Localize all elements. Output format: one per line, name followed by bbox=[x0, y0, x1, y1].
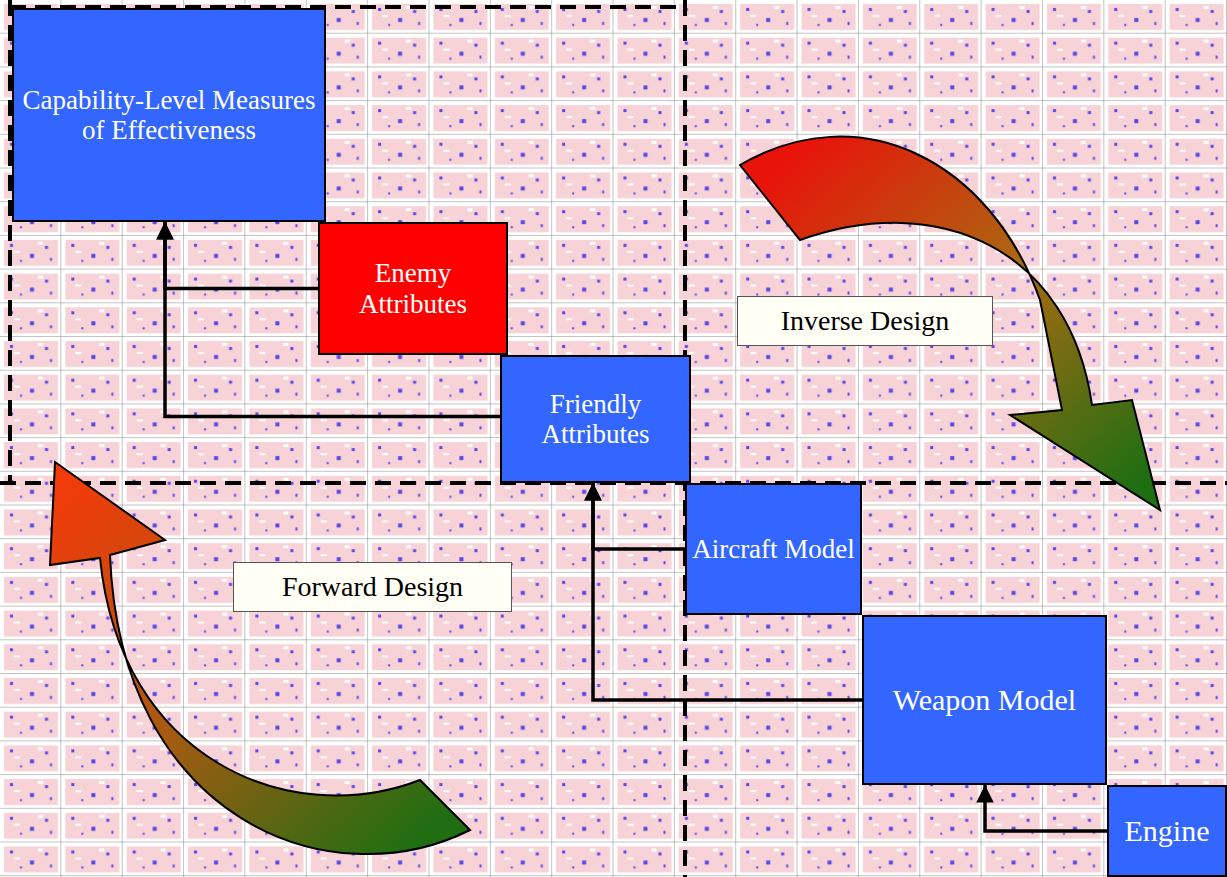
connector-arrow bbox=[593, 483, 862, 700]
node-text: Forward Design bbox=[282, 571, 463, 602]
friendly-box: Friendly Attributes bbox=[500, 355, 691, 483]
capability-box: Capability-Level Measures of Effectivene… bbox=[12, 8, 326, 222]
node-text: Enemy Attributes bbox=[320, 258, 506, 318]
aircraft-box: Aircraft Model bbox=[685, 483, 862, 615]
connector-arrow bbox=[593, 483, 685, 549]
node-text: Aircraft Model bbox=[692, 534, 855, 564]
node-text: Capability-Level Measures of Effectivene… bbox=[14, 85, 324, 145]
node-text: Inverse Design bbox=[781, 305, 950, 336]
node-text: Engine bbox=[1125, 814, 1210, 848]
label-box: Inverse Design bbox=[737, 296, 993, 346]
connector-arrow bbox=[165, 222, 318, 289]
label-box: Forward Design bbox=[233, 562, 512, 612]
node-text: Friendly Attributes bbox=[502, 389, 689, 449]
enemy-box: Enemy Attributes bbox=[318, 222, 508, 355]
node-text: Weapon Model bbox=[893, 683, 1076, 717]
connector-arrow bbox=[985, 785, 1107, 831]
engine-box: Engine bbox=[1107, 785, 1227, 877]
weapon-box: Weapon Model bbox=[862, 615, 1107, 785]
